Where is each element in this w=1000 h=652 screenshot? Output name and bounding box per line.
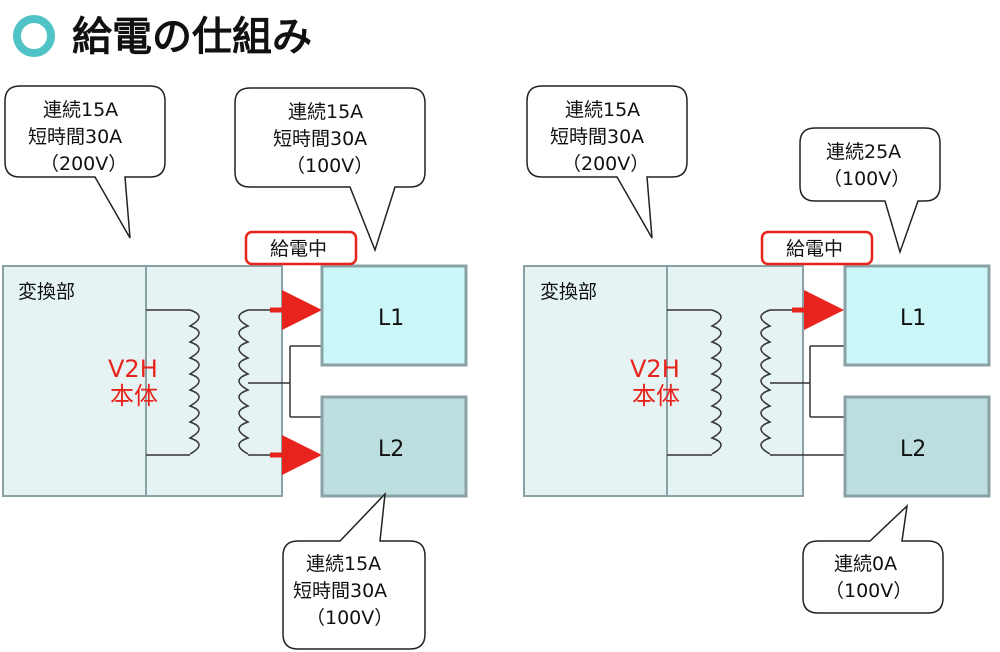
left-converter-box bbox=[2, 265, 147, 497]
left-diagram: 変換部 V2H 本体 L1 L2 給電中 連続15A 短時間30 bbox=[2, 85, 468, 650]
left-callout-l1-line3: （100V） bbox=[286, 155, 373, 177]
left-status-badge bbox=[244, 230, 358, 266]
right-l2-box bbox=[843, 395, 991, 498]
left-l2-label: L2 bbox=[378, 437, 404, 462]
left-v2h-label: V2H bbox=[108, 355, 158, 383]
right-v2h-sublabel: 本体 bbox=[632, 382, 680, 410]
left-callout-source-line2: 短時間30A bbox=[28, 126, 122, 148]
right-callout-l1 bbox=[799, 127, 941, 255]
right-l1-label: L1 bbox=[900, 306, 926, 331]
left-status-badge-label: 給電中 bbox=[270, 238, 327, 260]
right-callout-l2-line1: 連続0A bbox=[834, 553, 897, 575]
left-l1-box bbox=[320, 264, 468, 367]
left-callout-l1 bbox=[234, 87, 426, 253]
left-callout-l2-line1: 連続15A bbox=[306, 553, 381, 575]
right-callout-source bbox=[526, 85, 688, 239]
left-l1-label: L1 bbox=[378, 306, 404, 331]
right-l1-box bbox=[843, 264, 991, 367]
right-callout-l1-line2: （100V） bbox=[823, 168, 910, 190]
left-callout-source-line3: （200V） bbox=[40, 153, 127, 175]
title-bullet-icon bbox=[13, 15, 55, 57]
right-transformer bbox=[667, 309, 845, 456]
left-callout-source bbox=[4, 85, 166, 239]
left-v2h-sublabel: 本体 bbox=[110, 382, 158, 410]
page-title: 給電の仕組み bbox=[72, 14, 312, 60]
right-callout-l2 bbox=[802, 503, 944, 614]
right-callout-l2-line2: （100V） bbox=[825, 580, 912, 602]
left-callout-l2-line2: 短時間30A bbox=[293, 580, 387, 602]
right-l2-label: L2 bbox=[900, 437, 926, 462]
left-l2-box bbox=[320, 395, 468, 498]
left-callout-l1-line2: 短時間30A bbox=[273, 128, 367, 150]
right-converter-label: 変換部 bbox=[540, 281, 597, 303]
right-converter-box bbox=[523, 265, 668, 497]
right-callout-source-line3: （200V） bbox=[562, 153, 649, 175]
right-callout-source-line1: 連続15A bbox=[565, 99, 640, 121]
left-converter-label: 変換部 bbox=[18, 281, 75, 303]
left-callout-l1-line1: 連続15A bbox=[288, 101, 363, 123]
right-status-badge-label: 給電中 bbox=[786, 238, 843, 260]
left-callout-l2-line3: （100V） bbox=[306, 607, 393, 629]
right-callout-l1-line1: 連続25A bbox=[826, 141, 901, 163]
right-callout-source-line2: 短時間30A bbox=[550, 126, 644, 148]
left-callout-l2 bbox=[282, 491, 426, 650]
right-diagram: 変換部 V2H 本体 L1 L2 給電中 連続15A 短時間30A （200V）… bbox=[523, 85, 991, 614]
left-transformer bbox=[146, 309, 322, 456]
right-v2h-label: V2H bbox=[630, 355, 680, 383]
left-callout-source-line1: 連続15A bbox=[43, 99, 118, 121]
right-status-badge bbox=[760, 230, 874, 266]
